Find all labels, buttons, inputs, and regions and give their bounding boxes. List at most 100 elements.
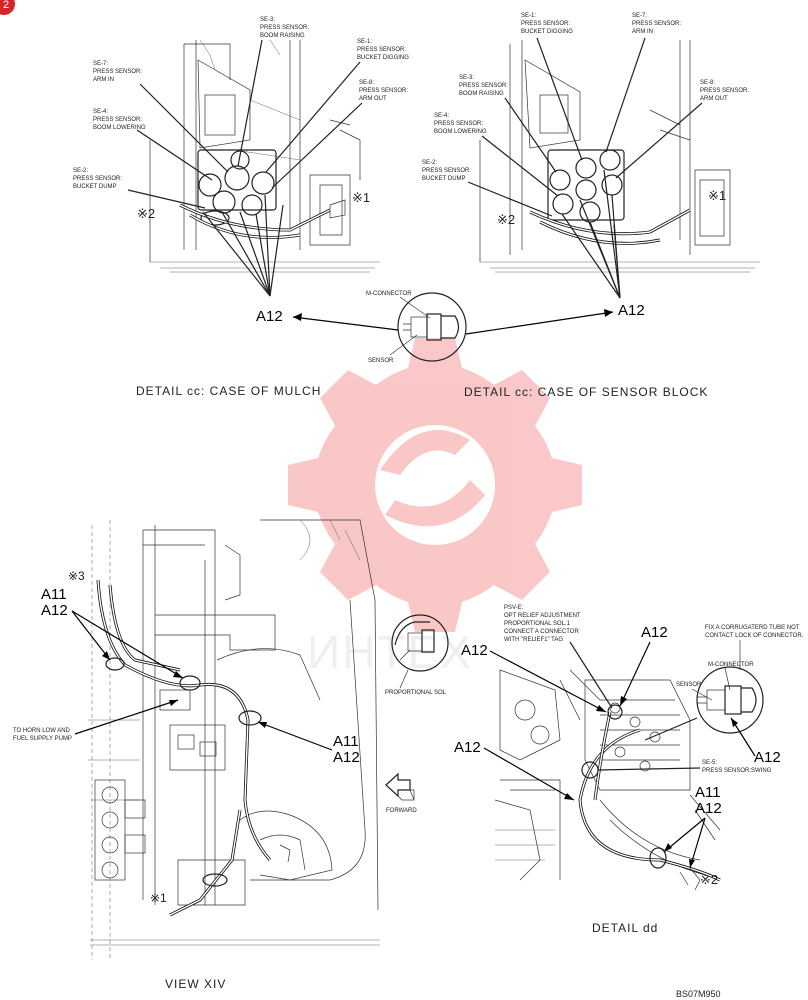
mulch-leaders	[127, 39, 363, 297]
svg-text:PRESS SENSOR:: PRESS SENSOR:	[73, 176, 122, 182]
svg-text:ARM OUT: ARM OUT	[359, 96, 387, 102]
detail-dd: PSV-E: OPT RELIEF ADJUSTMENT PROPORTIONA…	[454, 605, 804, 935]
xiv-ref-a12-top: A12	[41, 602, 68, 619]
sb-ref-a12: A12	[618, 302, 645, 319]
dd-se5-note: SE-5: PRESS SENSOR:SWING	[702, 760, 772, 774]
svg-text:SE-3:: SE-3:	[260, 17, 275, 23]
svg-text:PRESS SENSOR:: PRESS SENSOR:	[521, 21, 570, 27]
svg-text:PRESS SENSOR:: PRESS SENSOR:	[357, 47, 406, 53]
connector-inset: M-CONNECTOR SENSOR	[292, 291, 614, 364]
svg-text:CONTACT LOCK OF CONNECTOR.: CONTACT LOCK OF CONNECTOR.	[705, 633, 804, 639]
svg-text:ARM IN: ARM IN	[632, 29, 653, 35]
svg-text:SE-1:: SE-1:	[521, 13, 536, 19]
svg-text:BUCKET DUMP: BUCKET DUMP	[422, 176, 466, 182]
sb-callout-se7: SE-7: PRESS SENSOR: ARM IN	[632, 13, 681, 35]
view-xiv-component-stack	[94, 779, 146, 881]
xiv-caption: VIEW XIV	[165, 977, 226, 991]
svg-text:PRESS SENSOR:: PRESS SENSOR:	[260, 25, 309, 31]
sb-callout-se1: SE-1: PRESS SENSOR: BUCKET DIGGING	[521, 13, 573, 35]
mulch-callout-se3: SE-3: PRESS SENSOR: BOOM RAISING	[260, 17, 309, 39]
sb-caption: DETAIL cc: CASE OF SENSOR BLOCK	[464, 385, 708, 399]
mulch-mark-1: ※1	[352, 190, 370, 205]
sensor-block-structure	[479, 40, 760, 273]
svg-text:PRESS SENSOR:: PRESS SENSOR:	[434, 121, 483, 127]
view-xiv: ※3 ※1 A11 A12 TO HORN LOW AND FUEL SUPPL…	[13, 519, 380, 991]
svg-text:BUCKET DIGGING: BUCKET DIGGING	[357, 55, 409, 61]
forward-arrow-icon	[385, 772, 411, 798]
mulch-structure	[149, 39, 380, 273]
svg-text:BUCKET DUMP: BUCKET DUMP	[73, 184, 117, 190]
svg-text:FIX A CORRUGATERD TUBE NOT: FIX A CORRUGATERD TUBE NOT	[705, 625, 800, 631]
xiv-ref-a11-mid: A11	[333, 733, 359, 750]
svg-text:PRESS SENSOR:: PRESS SENSOR:	[632, 21, 681, 27]
inset-sensor-label: SENSOR	[368, 358, 394, 364]
mulch-callouts: SE-3: PRESS SENSOR: BOOM RAISING SE-1: P…	[73, 17, 409, 190]
detail-dd-harness	[578, 704, 721, 891]
detail-cc-mulch: SE-3: PRESS SENSOR: BOOM RAISING SE-1: P…	[73, 17, 409, 398]
dd-caption: DETAIL dd	[592, 921, 658, 935]
svg-text:SE-3:: SE-3:	[459, 75, 474, 81]
detail-dd-structure	[494, 669, 721, 881]
svg-text:SE-7:: SE-7:	[93, 61, 108, 67]
svg-text:CONNECT A CONNECTOR: CONNECT A CONNECTOR	[504, 629, 579, 635]
svg-text:WITH "RELIEF1" TAG: WITH "RELIEF1" TAG	[504, 637, 563, 643]
svg-text:BOOM RAISING: BOOM RAISING	[459, 91, 504, 97]
mulch-callout-se8: SE-8: PRESS SENSOR: ARM OUT	[359, 80, 408, 102]
watermark-text: ИНТЕХ	[307, 626, 473, 678]
svg-text:SE-8:: SE-8:	[359, 80, 374, 86]
doc-code: BS07M950	[676, 989, 721, 999]
dd-connector-inset: M-CONNECTOR SENSOR	[644, 640, 764, 741]
mulch-ref-a12: A12	[256, 308, 283, 325]
dd-ref-a12-low: A12	[454, 739, 481, 756]
view-xiv-harness	[96, 579, 291, 917]
svg-text:SE-1:: SE-1:	[357, 39, 372, 45]
svg-text:BOOM LOWERING: BOOM LOWERING	[434, 129, 487, 135]
mulch-valve-block	[179, 149, 346, 239]
forward-label: FORWARD	[386, 808, 417, 814]
xiv-pump-note-1: TO HORN LOW AND	[13, 728, 71, 734]
prop-sol-inset: PROPORTIONAL SOL	[385, 614, 449, 696]
xiv-pump-note-2: FUEL SUPPLY PUMP	[13, 736, 72, 742]
watermark-gear-icon	[288, 338, 582, 632]
svg-text:BUCKET DIGGING: BUCKET DIGGING	[521, 29, 573, 35]
xiv-ref-a12-mid: A12	[333, 749, 360, 766]
xiv-mark-3: ※3	[68, 569, 85, 583]
svg-text:PRESS SENSOR:: PRESS SENSOR:	[93, 69, 142, 75]
svg-text:2: 2	[3, 0, 9, 11]
inset-connector-label: M-CONNECTOR	[366, 291, 412, 297]
dd-psv-note: PSV-E: OPT RELIEF ADJUSTMENT PROPORTIONA…	[504, 605, 581, 643]
dd-ref-a12-left: A12	[461, 642, 488, 659]
svg-text:PRESS SENSOR:: PRESS SENSOR:	[359, 88, 408, 94]
watermark: ИНТЕХ	[288, 338, 582, 678]
dd-sensor-label: SENSOR	[676, 682, 702, 688]
svg-text:ARM IN: ARM IN	[93, 77, 114, 83]
svg-text:PSV-E:: PSV-E:	[504, 605, 524, 611]
dd-ref-a12-top: A12	[641, 624, 668, 641]
xiv-ref-a11-top: A11	[41, 586, 67, 603]
dd-ref-a12-bottom: A12	[695, 800, 722, 817]
svg-text:SE-5:: SE-5:	[702, 760, 717, 766]
detail-cc-sensor-block: SE-1: PRESS SENSOR: BUCKET DIGGING SE-7:…	[422, 13, 760, 399]
dd-ref-a11: A11	[695, 784, 721, 801]
mulch-callout-se7: SE-7: PRESS SENSOR: ARM IN	[93, 61, 142, 83]
sensor-block-valves	[529, 149, 691, 245]
svg-text:PRESS SENSOR:: PRESS SENSOR:	[93, 117, 142, 123]
sb-callout-se8: SE-8: PRESS SENSOR: ARM OUT	[700, 80, 749, 102]
dd-ref-a12-inset: A12	[754, 749, 781, 766]
dd-fix-note: FIX A CORRUGATERD TUBE NOT CONTACT LOCK …	[705, 625, 804, 639]
svg-text:SE-2:: SE-2:	[422, 160, 437, 166]
sensor-block-leaders	[467, 37, 703, 299]
forward-arrow: FORWARD	[385, 772, 417, 814]
sb-callout-se2: SE-2: PRESS SENSOR: BUCKET DUMP	[422, 160, 471, 182]
mulch-mark-2: ※2	[137, 206, 155, 221]
svg-text:ARM OUT: ARM OUT	[700, 96, 728, 102]
svg-text:SE-4:: SE-4:	[93, 109, 108, 115]
svg-text:PRESS SENSOR:: PRESS SENSOR:	[459, 83, 508, 89]
svg-text:SE-4:: SE-4:	[434, 113, 449, 119]
svg-text:PRESS SENSOR:: PRESS SENSOR:	[700, 88, 749, 94]
svg-text:OPT RELIEF ADJUSTMENT: OPT RELIEF ADJUSTMENT	[504, 613, 581, 619]
mulch-callout-se2: SE-2: PRESS SENSOR: BUCKET DUMP	[73, 168, 122, 190]
svg-text:PRESS SENSOR:: PRESS SENSOR:	[422, 168, 471, 174]
prop-sol-label: PROPORTIONAL SOL	[385, 690, 447, 696]
